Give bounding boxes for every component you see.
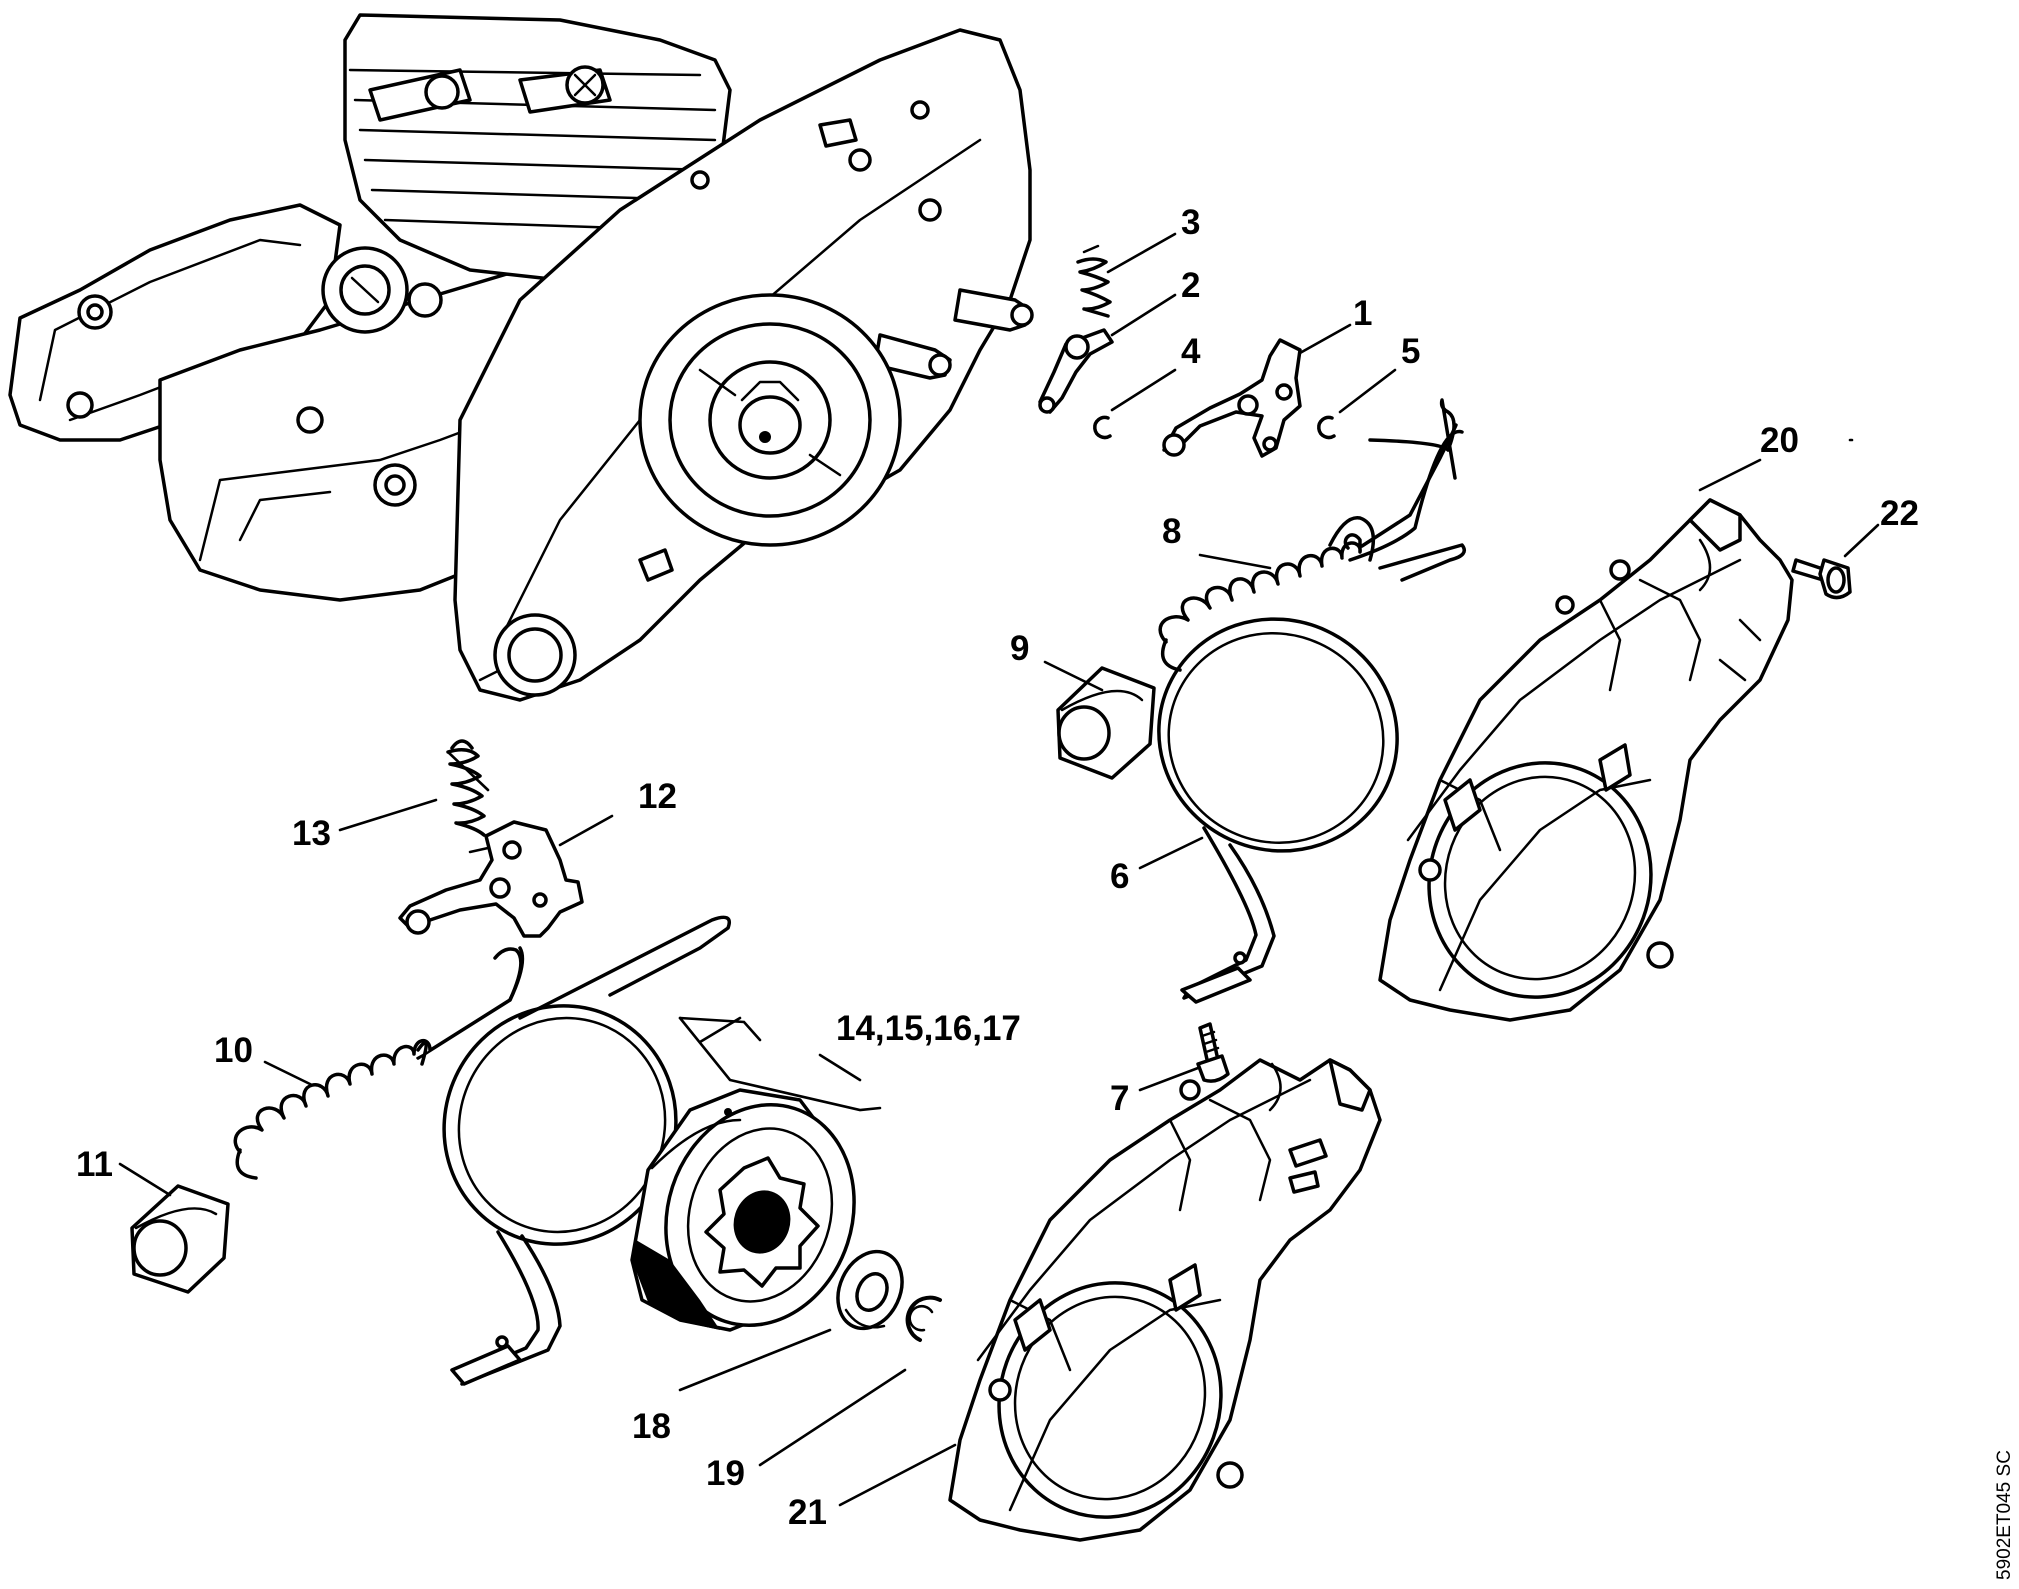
callout-3: 3 <box>1181 203 1200 242</box>
part-13-spring <box>446 739 486 837</box>
callout-labels: 1 2 3 4 5 6 7 8 9 10 11 12 13 14,15,16,1… <box>76 203 1919 1532</box>
part-4-e-clip <box>1093 415 1112 440</box>
leader-lines <box>118 232 1880 1507</box>
callout-2: 2 <box>1181 266 1200 305</box>
drawing-id: 5902ET045 SC <box>1994 1450 2015 1580</box>
callout-5: 5 <box>1401 332 1420 371</box>
part-10-tension-spring <box>233 946 525 1180</box>
callout-10: 10 <box>214 1031 253 1070</box>
callout-7: 7 <box>1110 1079 1129 1118</box>
callout-4: 4 <box>1181 332 1201 371</box>
part-12-lever-assembly <box>398 820 584 938</box>
part-7-screw <box>1196 1022 1230 1083</box>
callout-14-15-16-17: 14,15,16,17 <box>836 1009 1021 1048</box>
callout-20: 20 <box>1760 421 1799 460</box>
callout-18: 18 <box>632 1407 671 1446</box>
callout-12: 12 <box>638 777 677 816</box>
callout-8: 8 <box>1162 512 1181 551</box>
callout-21: 21 <box>788 1493 827 1532</box>
callout-13: 13 <box>292 814 331 853</box>
part-19-e-clip <box>905 1295 942 1342</box>
part-22-screw <box>1791 558 1852 600</box>
part-6-brake-band <box>1157 543 1466 1004</box>
part-11-sleeve <box>130 1184 230 1294</box>
callout-1: 1 <box>1353 294 1372 333</box>
engine-housing-illustration <box>8 13 1034 702</box>
callout-6: 6 <box>1110 857 1129 896</box>
part-14-17-clutch-drum <box>630 1088 856 1332</box>
callout-22: 22 <box>1880 494 1919 533</box>
part-2-lever <box>1038 328 1114 414</box>
callout-19: 19 <box>706 1454 745 1493</box>
part-9-sleeve <box>1056 666 1156 780</box>
part-20-sprocket-cover <box>1378 498 1794 1022</box>
callout-9: 9 <box>1010 629 1029 668</box>
part-3-spring <box>1076 244 1112 318</box>
part-5-e-clip <box>1317 415 1336 440</box>
part-21-sprocket-cover <box>948 1058 1382 1542</box>
callout-11: 11 <box>76 1145 113 1184</box>
part-1-brake-lever <box>1162 338 1302 458</box>
part-8-tension-spring <box>1158 398 1464 672</box>
part-18-washer <box>836 1249 904 1331</box>
